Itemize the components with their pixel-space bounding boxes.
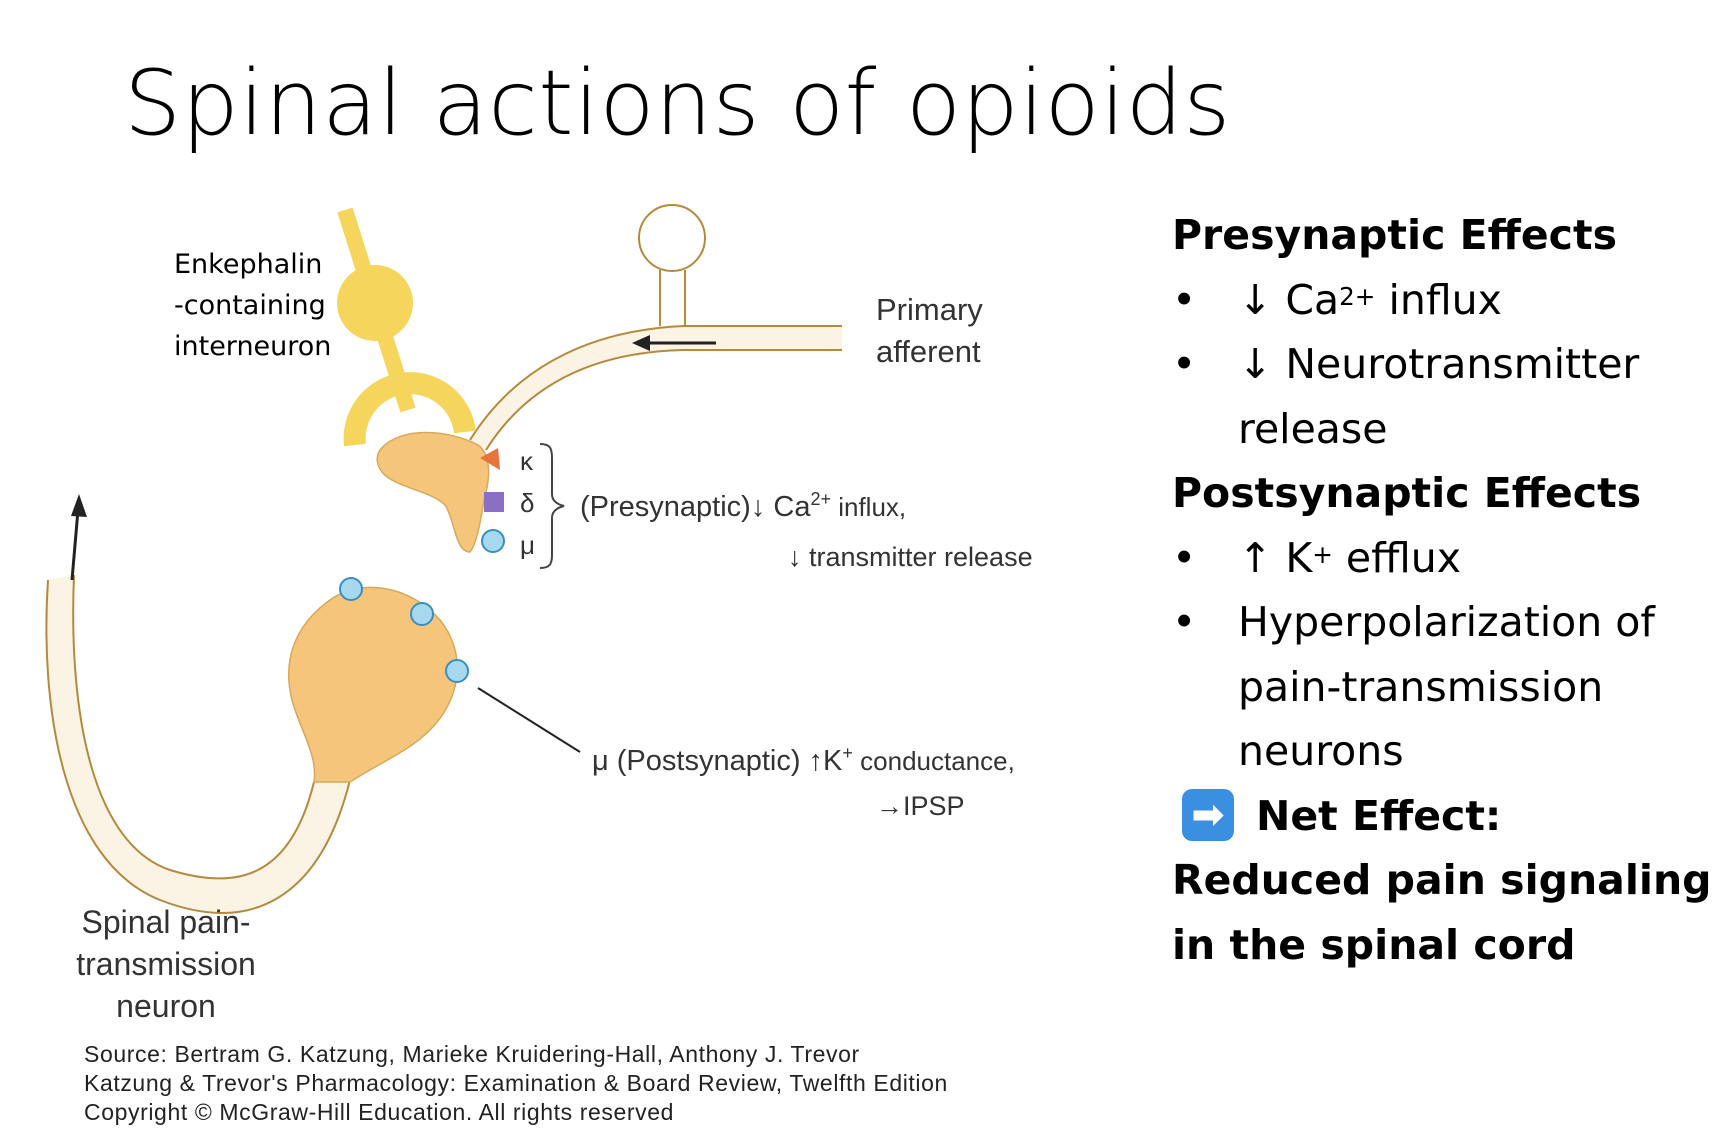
delta-receptor-icon (484, 492, 504, 512)
mu-receptor-icon (410, 602, 434, 626)
source-citation: Source: Bertram G. Katzung, Marieke Krui… (84, 1040, 948, 1127)
enkephalin-label: Enkephalin -containing interneuron (174, 249, 332, 362)
primary-afferent-neuron (469, 204, 842, 451)
mu-receptor-icon (445, 659, 469, 683)
list-item: • ↑ K+ efflux (1172, 526, 1712, 591)
enkephalin-interneuron (337, 207, 476, 447)
kappa-receptor-icon (480, 448, 500, 470)
postsynaptic-effect-line2: →IPSP (876, 791, 965, 821)
presynaptic-effect-line2: ↓ transmitter release (788, 542, 1033, 572)
bullet: • (1172, 340, 1197, 388)
spinal-neuron-label-line2: transmission (76, 946, 256, 982)
spinal-pain-transmission-neuron (45, 494, 459, 914)
primary-afferent-label-line2: afferent (876, 334, 981, 369)
source-line: Copyright © McGraw-Hill Education. All r… (84, 1099, 675, 1125)
effects-list: Presynaptic Effects • ↓ Ca2+ influx • ↓ … (1172, 203, 1712, 977)
bullet: • (1172, 598, 1197, 646)
mu-label: μ (520, 530, 535, 560)
list-item: • ↓ Neurotransmitter release (1172, 332, 1712, 461)
postsynaptic-pointer-line (477, 687, 581, 753)
spinal-neuron-label-line3: neuron (116, 988, 216, 1024)
receptor-brace (539, 443, 565, 569)
primary-afferent-label-line1: Primary (876, 292, 983, 327)
list-item: • ↓ Ca2+ influx (1172, 268, 1712, 333)
net-effect-label: Net Effect: (1256, 791, 1502, 840)
mu-receptor-icon (339, 577, 363, 601)
net-effect-text: Reduced pain signaling in the spinal cor… (1172, 856, 1712, 969)
spinal-neuron-label-line1: Spinal pain- (82, 904, 251, 940)
page-title: Spinal actions of opioids (124, 51, 1231, 156)
delta-label: δ (520, 488, 534, 518)
right-arrow-icon: ➡ (1182, 788, 1234, 841)
postsynaptic-heading: Postsynaptic Effects (1172, 469, 1642, 517)
postsynaptic-effect-line1: μ (Postsynaptic) ↑K+ conductance, (592, 743, 1015, 777)
kappa-label: κ (520, 446, 534, 476)
bullet: • (1172, 275, 1197, 324)
net-effect: ➡ Net Effect: (1172, 784, 1712, 849)
source-line: Katzung & Trevor's Pharmacology: Examina… (84, 1070, 948, 1096)
bullet: • (1172, 533, 1197, 582)
list-item: • Hyperpolarization of pain-transmission… (1172, 590, 1712, 784)
source-line: Source: Bertram G. Katzung, Marieke Krui… (84, 1041, 860, 1067)
presynaptic-terminal (376, 431, 490, 553)
presynaptic-effect-line1: (Presynaptic)↓ Ca2+ influx, (580, 489, 906, 523)
mu-receptor-icon (481, 529, 505, 553)
presynaptic-heading: Presynaptic Effects (1172, 211, 1617, 259)
